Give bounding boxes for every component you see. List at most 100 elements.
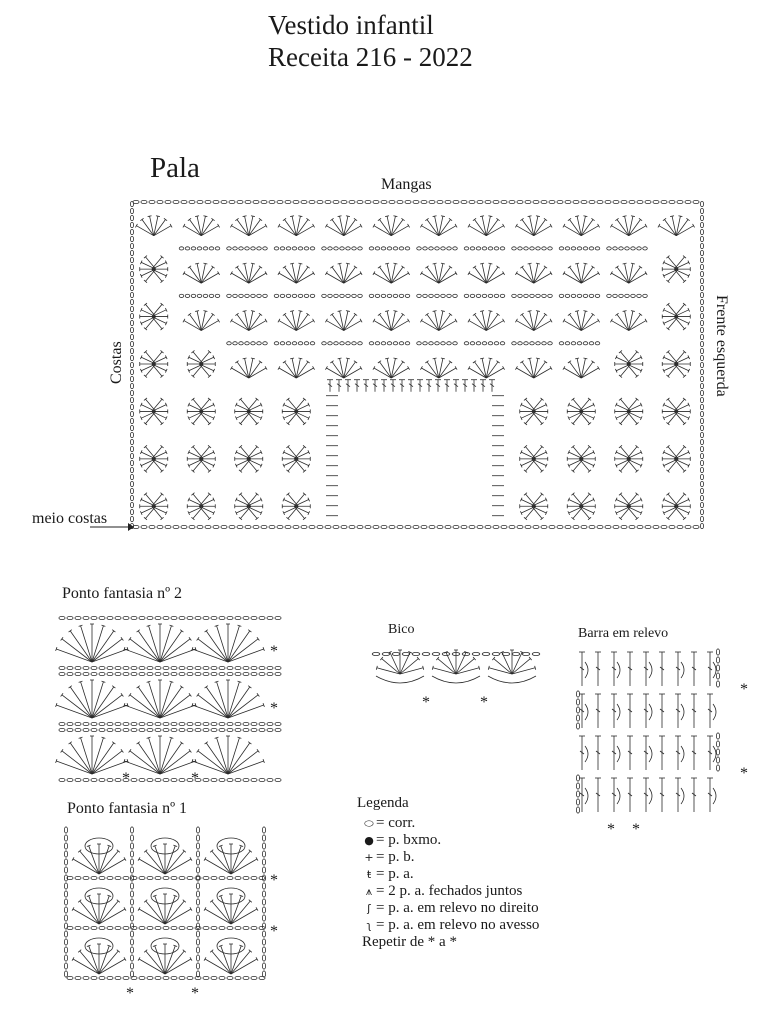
stitch1-shell — [72, 844, 126, 874]
yoke-side-shell — [662, 350, 678, 377]
stitch2-shell — [192, 624, 265, 662]
yoke-shell — [420, 263, 457, 283]
yoke-shell — [278, 216, 315, 236]
yoke-shell — [610, 263, 647, 283]
chain-row — [322, 294, 363, 297]
stitch2-shell — [192, 680, 265, 718]
chain-row — [559, 342, 600, 345]
chain-column — [700, 201, 703, 528]
yoke-side-shell — [615, 445, 631, 472]
double-crochet-stitch — [480, 380, 486, 392]
yoke-side-shell — [662, 256, 678, 283]
yoke-side-shell — [662, 493, 678, 520]
chain-row — [274, 247, 315, 250]
chain-row — [67, 976, 265, 979]
back-post-dc-icon: ʅ — [366, 919, 372, 932]
chain-column — [576, 775, 579, 813]
yoke-shell — [325, 358, 362, 378]
barra-chart — [574, 648, 724, 828]
double-crochet-stitch — [691, 694, 697, 728]
double-crochet-stitch — [471, 380, 477, 392]
double-crochet-stitch — [444, 380, 450, 392]
stitch2-shell — [56, 680, 129, 718]
yoke-shell — [325, 263, 362, 283]
legend-repeat-text: Repetir de * a * — [362, 934, 457, 950]
yoke-shell — [278, 311, 315, 331]
double-crochet-stitch — [659, 736, 665, 770]
chain-row — [133, 200, 699, 203]
chain-row — [133, 525, 699, 528]
yoke-shell — [135, 216, 172, 236]
yoke-shell — [515, 358, 552, 378]
stitch2-shell — [124, 624, 197, 662]
double-crochet-stitch — [399, 380, 405, 392]
stitch2-shell — [124, 680, 197, 718]
stitch2-repeat-mark-1: * — [270, 643, 278, 660]
yoke-shell — [373, 358, 410, 378]
yoke-shell — [420, 358, 457, 378]
chain-row — [369, 247, 410, 250]
double-crochet-stitch — [595, 694, 601, 728]
yoke-side-shell — [140, 445, 156, 472]
legend-list: ⬭= corr. ●= p. bxmo. += p. b. ŧ= p. a. ⩚… — [362, 815, 539, 951]
barra-repeat-mark-3: * — [607, 821, 615, 838]
chain-row — [512, 342, 553, 345]
chain-column — [64, 827, 67, 977]
double-crochet-stitch — [426, 380, 432, 392]
yoke-shell — [515, 311, 552, 331]
arrow-icon — [90, 523, 134, 531]
barra-repeat-mark-2: * — [740, 765, 748, 782]
yoke-shell — [278, 358, 315, 378]
yoke-shell — [610, 216, 647, 236]
double-crochet-stitch — [627, 694, 633, 728]
chain-row — [67, 926, 265, 929]
stitch2-shell — [124, 736, 197, 774]
page-title-line2: Receita 216 - 2022 — [268, 42, 473, 72]
yoke-side-shell — [567, 398, 583, 425]
stitch1-chart — [62, 826, 272, 986]
yoke-side-shell — [187, 398, 203, 425]
double-crochet-stitch — [462, 380, 468, 392]
stitch1-shell — [138, 844, 192, 874]
yoke-side-shell — [140, 493, 156, 520]
chain-row — [179, 294, 220, 297]
yoke-shell — [610, 311, 647, 331]
yoke-side-shell — [187, 350, 203, 377]
yoke-side-shell — [235, 493, 251, 520]
bico-repeat-mark-2: * — [480, 694, 488, 711]
double-crochet-stitch — [453, 380, 459, 392]
double-crochet-stitch — [691, 736, 697, 770]
stitch2-repeat-mark-4: * — [191, 770, 199, 787]
single-crochet-icon: + — [364, 851, 374, 864]
bico-label: Bico — [388, 622, 415, 637]
chain-row — [59, 728, 281, 731]
yoke-shell — [563, 311, 600, 331]
double-crochet-stitch — [643, 778, 649, 812]
yoke-shell — [183, 311, 220, 331]
yoke-side-shell — [520, 493, 536, 520]
yoke-side-shell — [187, 445, 203, 472]
yoke-shell — [230, 216, 267, 236]
yoke-shell — [563, 263, 600, 283]
chain-column — [716, 733, 719, 771]
chain-row — [179, 247, 220, 250]
chain-row — [607, 294, 648, 297]
page-title-line1: Vestido infantil — [268, 10, 434, 40]
yoke-shell — [230, 311, 267, 331]
double-crochet-stitch — [390, 380, 396, 392]
dc2tog-icon: ⩚ — [365, 885, 373, 898]
stitch1-label: Ponto fantasia nº 1 — [67, 800, 188, 817]
double-crochet-stitch — [595, 736, 601, 770]
double-crochet-stitch — [691, 778, 697, 812]
chain-row — [59, 722, 281, 725]
legend-item: ʃ= p. a. em relevo no direito — [362, 900, 539, 917]
stitch1-shell — [204, 944, 258, 974]
chain-row — [369, 294, 410, 297]
stitch1-shell — [72, 944, 126, 974]
chain-icon: ⬭ — [364, 817, 374, 830]
stitch1-shell — [138, 894, 192, 924]
yoke-side-shell — [615, 398, 631, 425]
chain-column — [576, 691, 579, 729]
double-crochet-stitch — [675, 652, 681, 686]
chain-row — [322, 342, 363, 345]
